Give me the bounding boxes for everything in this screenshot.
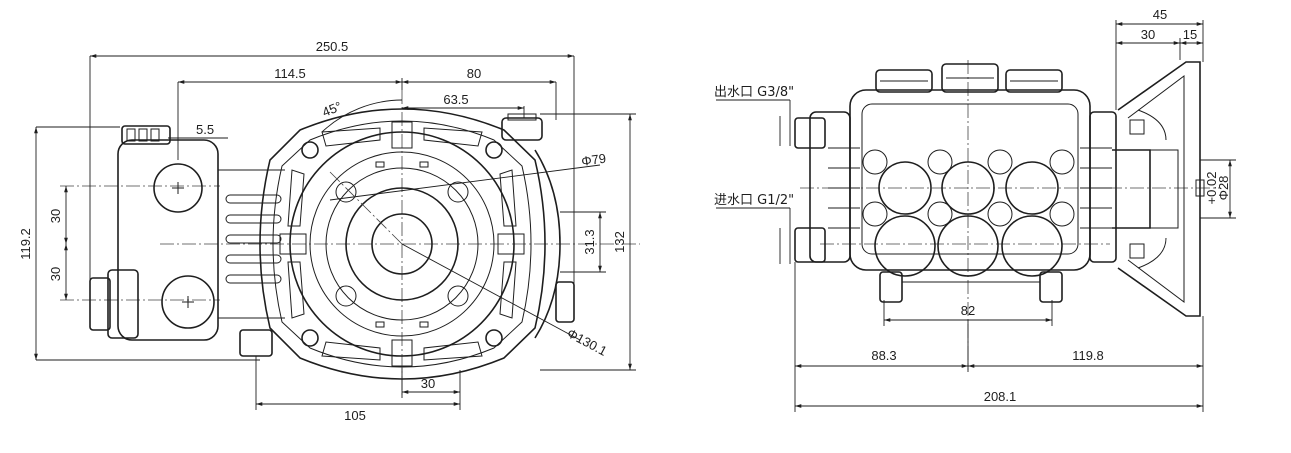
front-view: 250.5 114.5 80 63.5 45° 5.5 119.2 30 30 … [18,39,640,423]
dim-body-height: 132 [612,231,627,253]
outlet-label: 出水口 G3/8" [714,85,794,100]
dim-top-total: 45 [1153,7,1167,22]
dim-center-to-port: 63.5 [443,92,468,107]
dim-shaft-tolerance: +0.02 [1204,172,1219,205]
crankcase-body [259,108,575,380]
dim-center-to-right: 80 [467,66,481,81]
inlet-label: 进水口 G1/2" [714,193,794,208]
dim-overall-height: 119.2 [18,228,33,260]
dim-bolt-circle: Φ130.1 [565,325,610,358]
dim-small-offset: 5.5 [196,122,214,137]
dim-bottom-width: 30 [421,376,435,391]
dim-port-spacing: 82 [961,303,975,318]
dim-vertical-offset: 31.3 [582,229,597,254]
side-dimensions [794,20,1236,412]
manifold-block [89,125,285,357]
dim-upper-offset: 30 [48,209,63,223]
dim-bottom-base: 105 [344,408,366,423]
dim-lower-offset: 30 [48,267,63,281]
dim-top-right: 15 [1183,27,1197,42]
dim-left-to-center: 114.5 [274,66,306,81]
dim-top-left: 30 [1141,27,1155,42]
dim-shaft: Φ28 [1216,176,1231,201]
dim-overall-width: 250.5 [316,39,349,54]
dim-left-part: 88.3 [871,348,896,363]
pump-body [794,61,1205,317]
side-view: 出水口 G3/8" 进水口 G1/2" 45 30 15 +0.02 Φ28 8… [714,7,1236,412]
dim-right-part: 119.8 [1072,348,1104,363]
dim-total-length: 208.1 [984,389,1017,404]
dim-flange-diameter: Φ79 [580,151,607,169]
front-dimensions [34,54,636,410]
flange [279,99,601,367]
dim-angle: 45° [320,98,344,119]
